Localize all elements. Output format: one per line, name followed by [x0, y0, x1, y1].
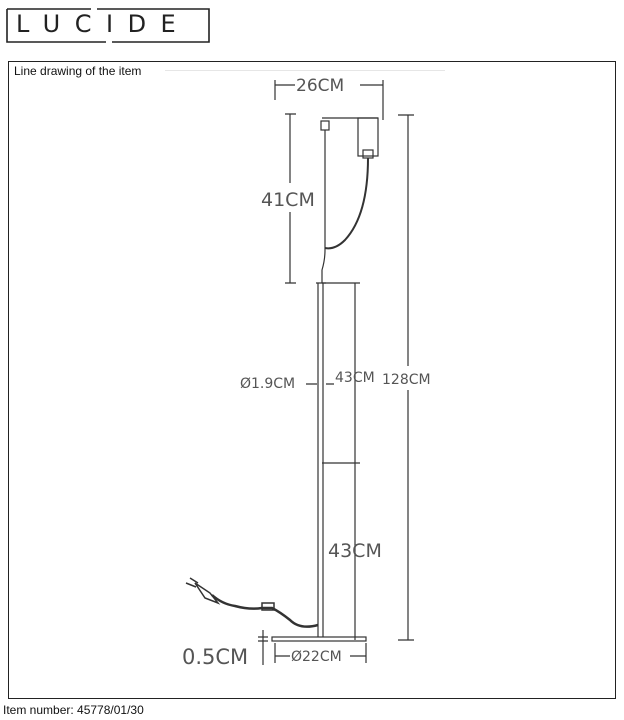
- plug-icon: [185, 577, 221, 605]
- lamp-socket: [362, 149, 374, 159]
- head-height-label: 41CM: [261, 189, 315, 211]
- upper-segment-label: 43CM: [335, 370, 375, 386]
- base: [271, 636, 367, 642]
- drawing-frame: [8, 61, 616, 699]
- segment-dimension: [322, 282, 360, 640]
- base-dimension: [258, 630, 367, 665]
- cord-switch: [261, 602, 275, 611]
- frame-title: Line drawing of the item: [14, 64, 142, 78]
- brand-logo-frame: [6, 8, 210, 43]
- brand-logo: LUCIDE: [16, 10, 191, 38]
- total-height-dimension: [398, 114, 414, 641]
- cord: [324, 157, 369, 250]
- bracket: [320, 120, 330, 131]
- floor-cord: [211, 594, 319, 628]
- lamp-stem: [321, 130, 326, 283]
- lamp-head: [357, 117, 379, 157]
- pole: [316, 282, 326, 637]
- base-thickness-label: 0.5CM: [182, 645, 248, 669]
- lower-segment-label: 43CM: [328, 540, 382, 562]
- head-height-dimension: [285, 113, 296, 284]
- width-dimension-line: [274, 80, 384, 120]
- total-height-label: 128CM: [382, 372, 431, 388]
- width-label: 26CM: [296, 76, 344, 96]
- item-number: Item number: 45778/01/30: [3, 703, 144, 717]
- base-diameter-label: Ø22CM: [291, 649, 342, 665]
- pole-diameter-label: Ø1.9CM: [240, 376, 295, 392]
- title-divider: [165, 70, 445, 71]
